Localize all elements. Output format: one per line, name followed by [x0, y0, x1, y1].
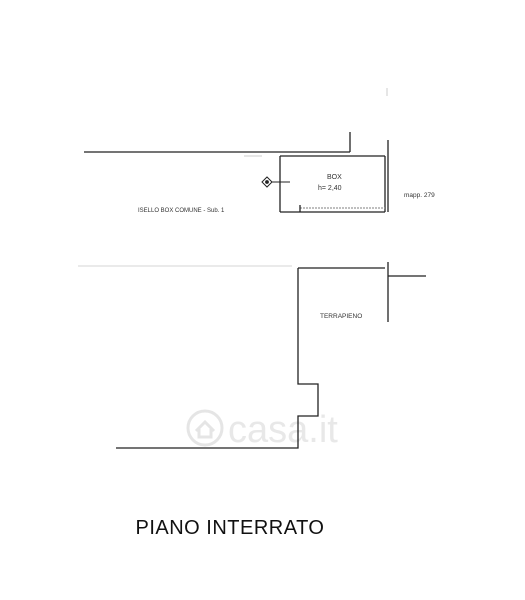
entrance-arrow-icon — [261, 176, 290, 188]
watermark-house-icon — [186, 409, 224, 447]
watermark: casa.it — [186, 409, 338, 451]
floor-title: PIANO INTERRATO — [135, 517, 325, 539]
lower-area-walls — [78, 262, 426, 449]
box-room-walls — [84, 132, 389, 213]
upper-edge-marks — [244, 88, 388, 157]
watermark-text: casa.it — [228, 409, 338, 451]
mapp-label: mapp. 279 — [404, 192, 435, 199]
box-label: BOX — [327, 174, 342, 181]
corridor-label: ISELLO BOX COMUNE - Sub. 1 — [138, 208, 225, 214]
terrapieno-label: TERRAPIENO — [320, 313, 362, 320]
box-height-label: h= 2,40 — [318, 185, 342, 192]
